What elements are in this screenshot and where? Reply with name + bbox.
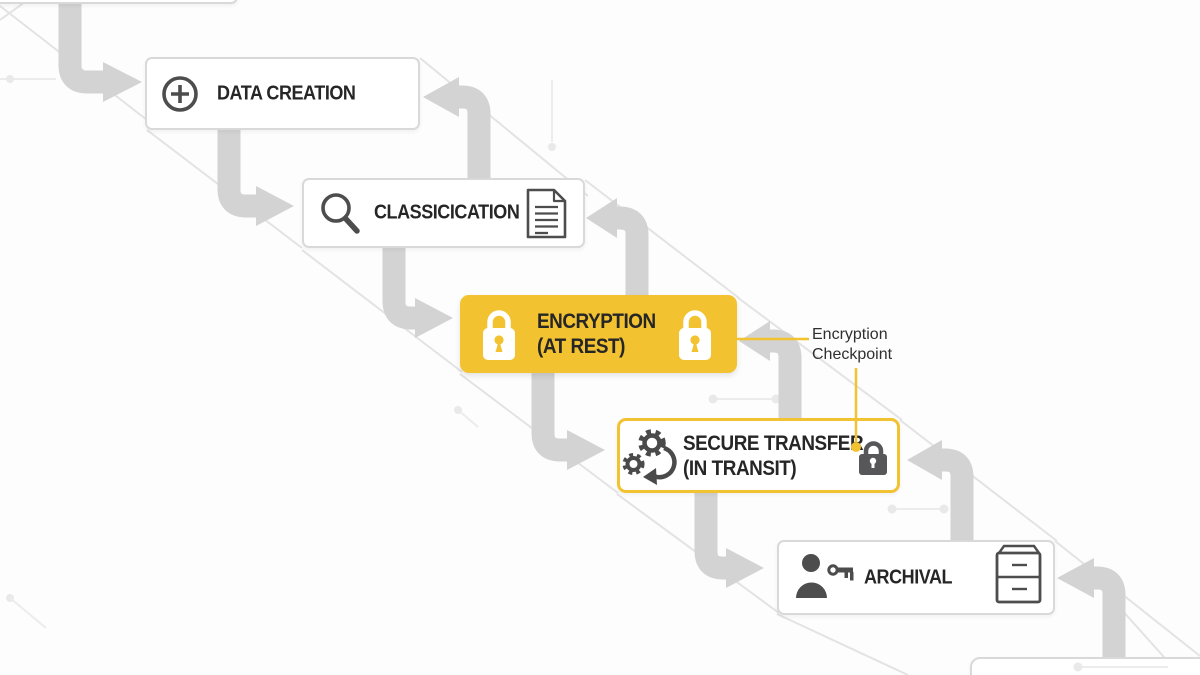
arrow-secure-transfer-to-archival [694, 489, 764, 588]
arrow-bottom-box-to-archival [1057, 558, 1126, 670]
checkpoint-connector [727, 334, 1168, 672]
stage-label-archival: ARCHIVAL [864, 566, 953, 588]
stage-label-encryption-line1: ENCRYPTION [537, 310, 656, 333]
stage-box-secure-transfer: SECURE TRANSFER (IN TRANSIT) [617, 418, 900, 493]
stage-label-classification: CLASSICICATION [374, 201, 520, 224]
stage-label-secure-transfer-line2: (IN TRANSIT) [683, 456, 797, 480]
stage-box-classification: CLASSICICATION [302, 178, 585, 248]
arrow-archival-back-to-secure-transfer [907, 440, 974, 542]
arrow-secure-transfer-back-to-encryption [739, 321, 802, 420]
partial-box-top [0, 0, 238, 4]
stage-label-encryption: ENCRYPTION (AT REST) [537, 309, 656, 359]
partial-box-bottom [970, 657, 1200, 675]
encryption-checkpoint-label-line1: Encryption [812, 326, 888, 343]
stage-box-data-creation: DATA CREATION [145, 57, 420, 130]
arrow-classification-back-to-data-creation [423, 77, 491, 180]
encryption-checkpoint-label-line2: Checkpoint [812, 346, 893, 363]
arrow-encryption-back-to-classification [586, 198, 649, 297]
stage-box-archival: ARCHIVAL [777, 540, 1055, 615]
stage-label-secure-transfer: SECURE TRANSFER (IN TRANSIT) [683, 431, 864, 481]
arrow-classification-to-encryption [382, 244, 453, 338]
encryption-checkpoint-label: Encryption Checkpoint [812, 325, 892, 365]
stage-label-data-creation: DATA CREATION [217, 82, 356, 104]
arrow-data-creation-to-classification [217, 126, 294, 226]
arrow-encryption-to-secure-transfer [531, 369, 605, 470]
stage-label-encryption-line2: (AT REST) [537, 335, 625, 358]
arrow-into-data-creation [58, 0, 142, 102]
stage-box-encryption: ENCRYPTION (AT REST) [460, 295, 737, 373]
stage-label-secure-transfer-line1: SECURE TRANSFER [683, 431, 864, 455]
